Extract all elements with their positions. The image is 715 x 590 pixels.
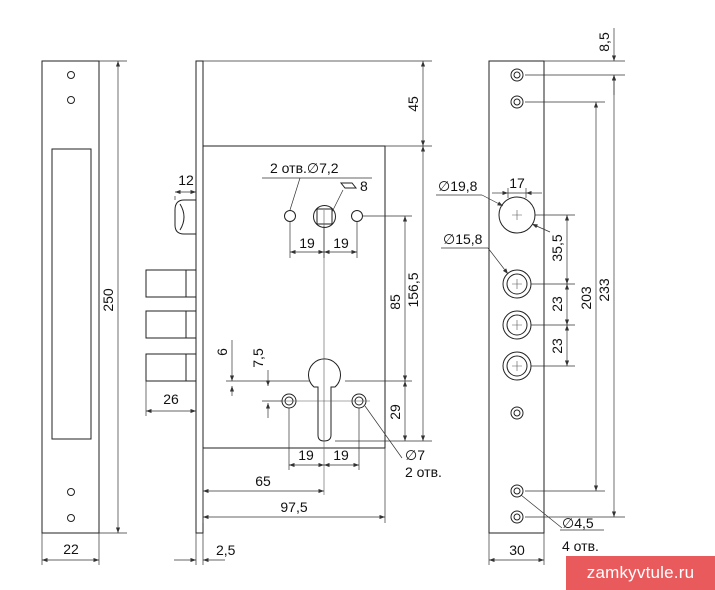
- dim-250: 250: [100, 288, 116, 312]
- dim-7-5: 7,5: [250, 348, 266, 368]
- square-symbol-icon: [339, 182, 358, 189]
- dim-19-lower-right: 19: [333, 447, 349, 463]
- dim-4-5: ∅4,5: [562, 515, 594, 531]
- site-watermark: zamkyvtule.ru: [566, 556, 715, 590]
- front-plate-outline: [41, 60, 100, 534]
- dim-35-5: 35,5: [549, 234, 565, 261]
- spindle-square: [316, 208, 333, 225]
- dim-19-upper-left: 19: [299, 235, 315, 251]
- deadbolt-2: [145, 310, 197, 339]
- plate-screw-hole-icon: [67, 514, 75, 522]
- front-plate-view: 250 22: [41, 60, 127, 565]
- dim-12: 12: [178, 172, 194, 188]
- dim-7: ∅7: [405, 447, 425, 463]
- dim-23-a: 23: [549, 296, 565, 312]
- dim-2-5: 2,5: [216, 542, 236, 558]
- dim-8-5: 8,5: [596, 32, 612, 52]
- dim-23-b: 23: [549, 338, 565, 354]
- dim-19-lower-left: 19: [298, 447, 314, 463]
- dim-65: 65: [255, 473, 271, 489]
- screw-hole-icon: [510, 95, 524, 109]
- mount-hole-icon: [284, 210, 296, 222]
- dim-6: 6: [214, 348, 230, 356]
- plate-window: [51, 148, 92, 440]
- dim-45: 45: [405, 96, 421, 112]
- mount-hole-icon: [351, 210, 363, 222]
- label-holes-2: 2 отв.: [405, 464, 442, 480]
- lock-body-view: 45 156,5 85 29 12 2 отв.∅7,2 8 19 19: [145, 60, 442, 565]
- dim-97-5: 97,5: [280, 499, 307, 515]
- dim-29: 29: [387, 404, 403, 420]
- dim-30: 30: [509, 542, 525, 558]
- cylinder-cutout: [308, 358, 341, 442]
- dim-156-5: 156,5: [405, 272, 421, 307]
- dim-233: 233: [596, 278, 612, 302]
- screw-hole-icon: [510, 510, 524, 524]
- dim-17: 17: [509, 175, 525, 191]
- dim-19-upper-right: 19: [333, 235, 349, 251]
- dim-203: 203: [578, 286, 594, 310]
- dim-85: 85: [387, 294, 403, 310]
- faceplate-edge: [195, 60, 204, 534]
- dim-26: 26: [163, 391, 179, 407]
- screw-hole-icon: [510, 484, 524, 498]
- screw-hole-icon: [510, 406, 524, 420]
- faceplate-outline: [488, 60, 545, 534]
- screw-hole-icon: [510, 68, 524, 82]
- plate-screw-hole-icon: [67, 488, 75, 496]
- faceplate-front-view: 8,5 233 203 35,5 23 23 17 ∅19,8: [436, 28, 625, 565]
- dim-22: 22: [63, 541, 79, 557]
- label-holes-7-2: 2 отв.∅7,2: [270, 160, 339, 176]
- dim-square-8: 8: [360, 178, 368, 194]
- latch-bolt: [174, 199, 196, 235]
- dim-19-8: ∅19,8: [438, 178, 478, 194]
- plate-screw-hole-icon: [67, 96, 75, 104]
- deadbolt-3: [145, 353, 197, 382]
- dim-15-8: ∅15,8: [443, 231, 483, 247]
- lock-case: [202, 145, 386, 449]
- plate-screw-hole-icon: [67, 71, 75, 79]
- deadbolt-1: [145, 269, 197, 298]
- label-holes-4: 4 отв.: [562, 538, 599, 554]
